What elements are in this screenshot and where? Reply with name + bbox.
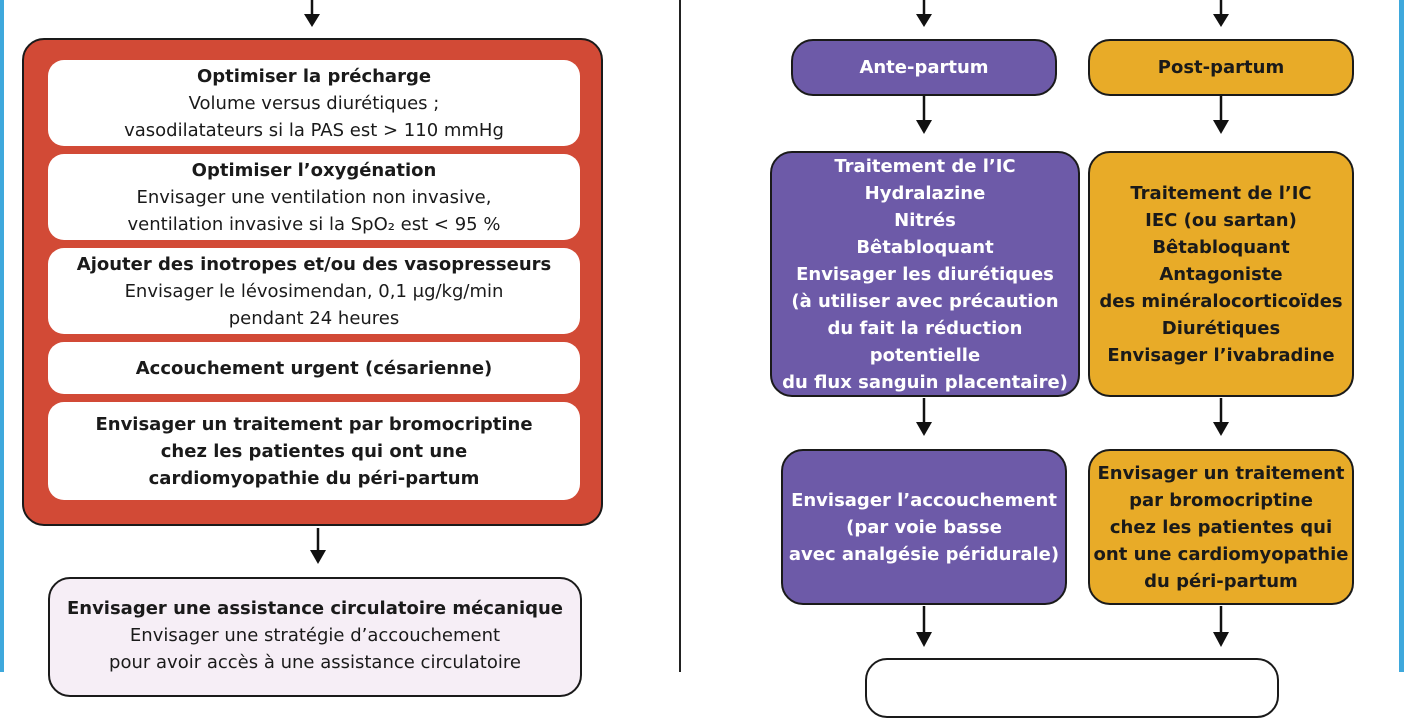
arrow-down-icon [1211, 96, 1231, 138]
inotropes-line-1: Envisager le lévosimendan, 0,1 μg/kg/min [124, 280, 504, 302]
ante-treatment-line-1: Traitement de l’IC [834, 155, 1016, 177]
oxygenation-line-1: Envisager une ventilation non invasive, [136, 186, 492, 208]
oxygenation-title: Optimiser l’oxygénation [191, 159, 437, 181]
inotropes-line-2: pendant 24 heures [228, 307, 400, 329]
post-treatment-line-6: Diurétiques [1161, 317, 1281, 339]
inotropes-box: Ajouter des inotropes et/ou des vasopres… [48, 248, 580, 334]
post-treatment-line-7: Envisager l’ivabradine [1107, 344, 1335, 366]
post-treatment-line-3: Bêtabloquant [1152, 236, 1290, 258]
ante-partum-label-text: Ante-partum [859, 57, 989, 78]
ante-partum-treatment-box: Traitement de l’IC Hydralazine Nitrés Bê… [770, 151, 1080, 397]
bromocriptine-box: Envisager un traitement par bromocriptin… [48, 402, 580, 500]
column-divider [679, 0, 681, 672]
post-partum-treatment-box: Traitement de l’IC IEC (ou sartan) Bêtab… [1088, 151, 1354, 397]
bromocriptine-line-3: cardiomyopathie du péri-partum [148, 467, 480, 489]
emergency-management-panel: Optimiser la précharge Volume versus diu… [22, 38, 603, 526]
ante-delivery-line-3: avec analgésie péridurale) [788, 543, 1060, 565]
post-treatment-line-1: Traitement de l’IC [1130, 182, 1312, 204]
bottom-followup-box [865, 658, 1279, 718]
mechanical-support-box: Envisager une assistance circulatoire mé… [48, 577, 582, 697]
post-treatment-line-5: des minéralocorticoïdes [1099, 290, 1343, 312]
ante-treatment-line-7: du fait la réduction potentielle [827, 317, 1023, 366]
ante-treatment-line-2: Hydralazine [864, 182, 986, 204]
frame-right-border [1399, 0, 1404, 672]
urgent-delivery-title: Accouchement urgent (césarienne) [135, 357, 493, 379]
inotropes-title: Ajouter des inotropes et/ou des vasopres… [76, 253, 552, 275]
post-bromo-line-3: chez les patientes qui [1109, 516, 1333, 538]
oxygenation-box: Optimiser l’oxygénation Envisager une ve… [48, 154, 580, 240]
ante-treatment-line-8: du flux sanguin placentaire) [782, 371, 1068, 393]
preload-line-1: Volume versus diurétiques ; [188, 92, 440, 114]
post-partum-label-text: Post-partum [1157, 57, 1285, 78]
frame-left-border [0, 0, 4, 672]
arrow-down-icon [914, 398, 934, 440]
ante-delivery-line-2: (par voie basse [846, 516, 1002, 538]
arrow-down-icon [914, 96, 934, 138]
preload-box: Optimiser la précharge Volume versus diu… [48, 60, 580, 146]
ante-delivery-line-1: Envisager l’accouchement [791, 489, 1057, 511]
post-treatment-line-4: Antagoniste [1159, 263, 1283, 285]
arrow-down-icon [1211, 606, 1231, 652]
mechanical-support-line-1: Envisager une stratégie d’accouchement [129, 625, 501, 646]
ante-partum-delivery-box: Envisager l’accouchement (par voie basse… [781, 449, 1067, 605]
ante-treatment-line-6: (à utiliser avec précaution [791, 290, 1059, 312]
post-bromo-line-4: ont une cardiomyopathie [1093, 543, 1349, 565]
bromocriptine-line-1: Envisager un traitement par bromocriptin… [95, 413, 533, 435]
arrow-down-icon [302, 0, 322, 28]
mechanical-support-line-2: pour avoir accès à une assistance circul… [109, 652, 521, 673]
ante-partum-label: Ante-partum [791, 39, 1057, 96]
preload-line-2: vasodilatateurs si la PAS est > 110 mmHg [124, 119, 504, 141]
post-partum-bromocriptine-box: Envisager un traitement par bromocriptin… [1088, 449, 1354, 605]
post-partum-label: Post-partum [1088, 39, 1354, 96]
arrow-down-icon [1211, 398, 1231, 440]
bromocriptine-line-2: chez les patientes qui ont une [160, 440, 468, 462]
arrow-down-icon [914, 606, 934, 652]
post-bromo-line-1: Envisager un traitement [1097, 462, 1345, 484]
arrow-down-icon [308, 528, 328, 568]
ante-treatment-line-4: Bêtabloquant [856, 236, 994, 258]
oxygenation-line-2: ventilation invasive si la SpO₂ est < 95… [127, 213, 501, 235]
arrow-down-icon [914, 0, 934, 28]
post-treatment-line-2: IEC (ou sartan) [1145, 209, 1297, 231]
post-bromo-line-2: par bromocriptine [1129, 489, 1313, 511]
arrow-down-icon [1211, 0, 1231, 28]
post-bromo-line-5: du péri-partum [1144, 570, 1298, 592]
ante-treatment-line-3: Nitrés [894, 209, 956, 231]
ante-treatment-line-5: Envisager les diurétiques [796, 263, 1054, 285]
urgent-delivery-box: Accouchement urgent (césarienne) [48, 342, 580, 394]
mechanical-support-title: Envisager une assistance circulatoire mé… [66, 598, 564, 619]
preload-title: Optimiser la précharge [196, 65, 432, 87]
